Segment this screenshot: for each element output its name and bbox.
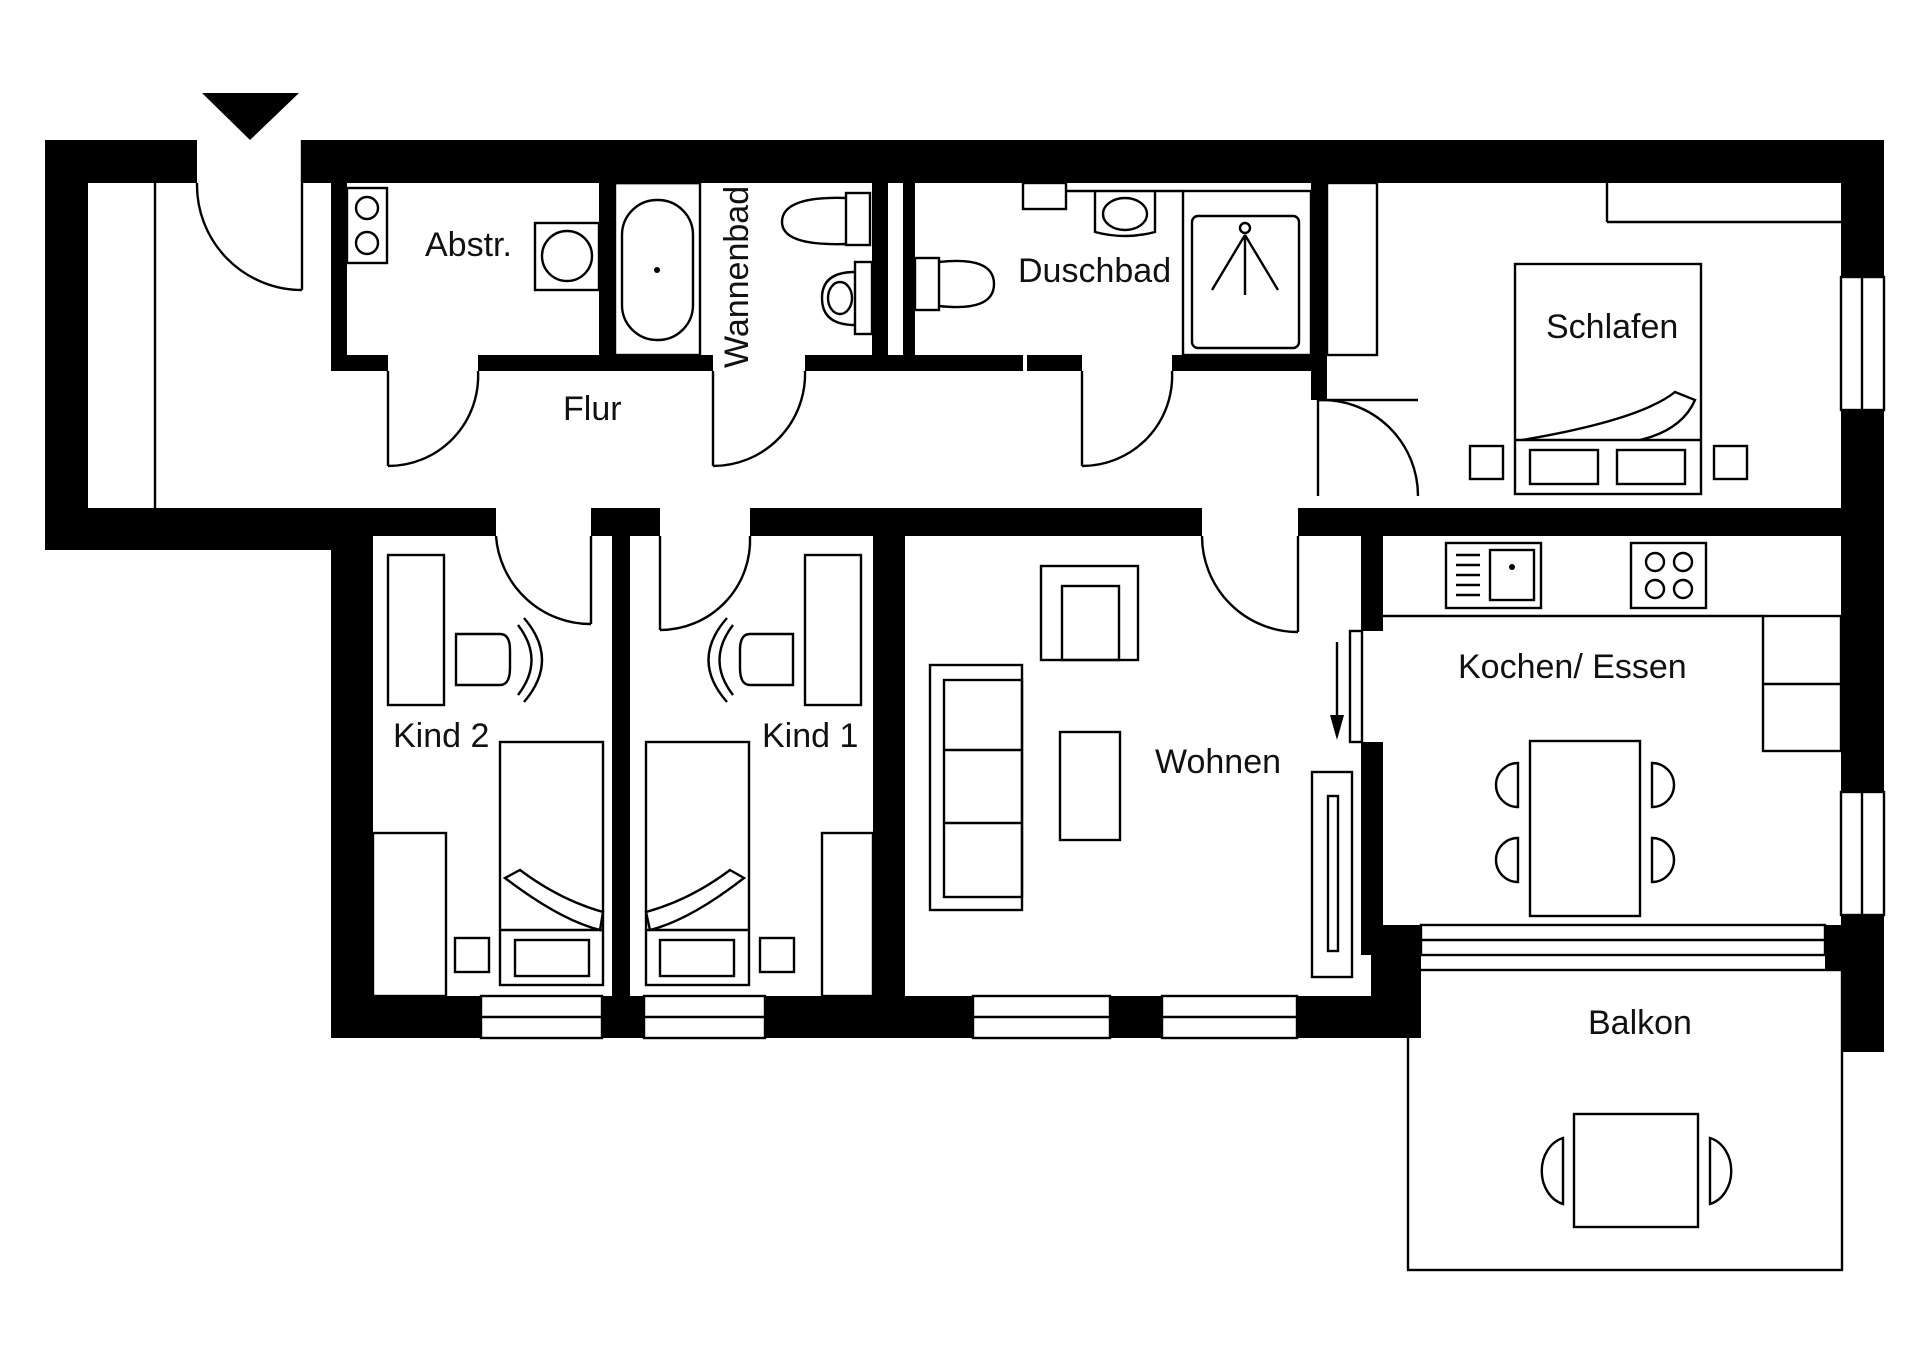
windows xyxy=(479,275,1886,1040)
abstr-furniture xyxy=(345,186,601,292)
wohnen-furniture xyxy=(928,564,1354,979)
label-duschbad: Duschbad xyxy=(1018,252,1171,290)
label-wannenbad: Wannenbad xyxy=(718,186,756,368)
interior-walls xyxy=(331,140,1884,1038)
label-kochen-essen: Kochen/ Essen xyxy=(1458,648,1687,686)
wannenbad-furniture xyxy=(613,181,874,357)
kind1-furniture xyxy=(644,553,875,998)
label-abstr: Abstr. xyxy=(425,226,512,264)
label-kind1: Kind 1 xyxy=(762,717,858,755)
duschbad-furniture xyxy=(913,181,1313,357)
doors xyxy=(195,140,1420,744)
entrance-arrow-icon xyxy=(202,93,299,140)
label-flur: Flur xyxy=(563,390,622,428)
label-kind2: Kind 2 xyxy=(393,717,489,755)
kind2-furniture xyxy=(371,553,605,998)
room-labels: Abstr. Wannenbad Duschbad Schlafen Flur … xyxy=(393,186,1692,1042)
label-wohnen: Wohnen xyxy=(1155,743,1281,781)
schlafen-furniture xyxy=(1325,181,1841,496)
balkon-furniture xyxy=(1406,968,1844,1272)
label-balkon: Balkon xyxy=(1588,1004,1692,1042)
exterior-walls xyxy=(45,140,1884,1052)
kitchen-furniture xyxy=(1383,541,1843,918)
label-schlafen: Schlafen xyxy=(1546,308,1678,346)
